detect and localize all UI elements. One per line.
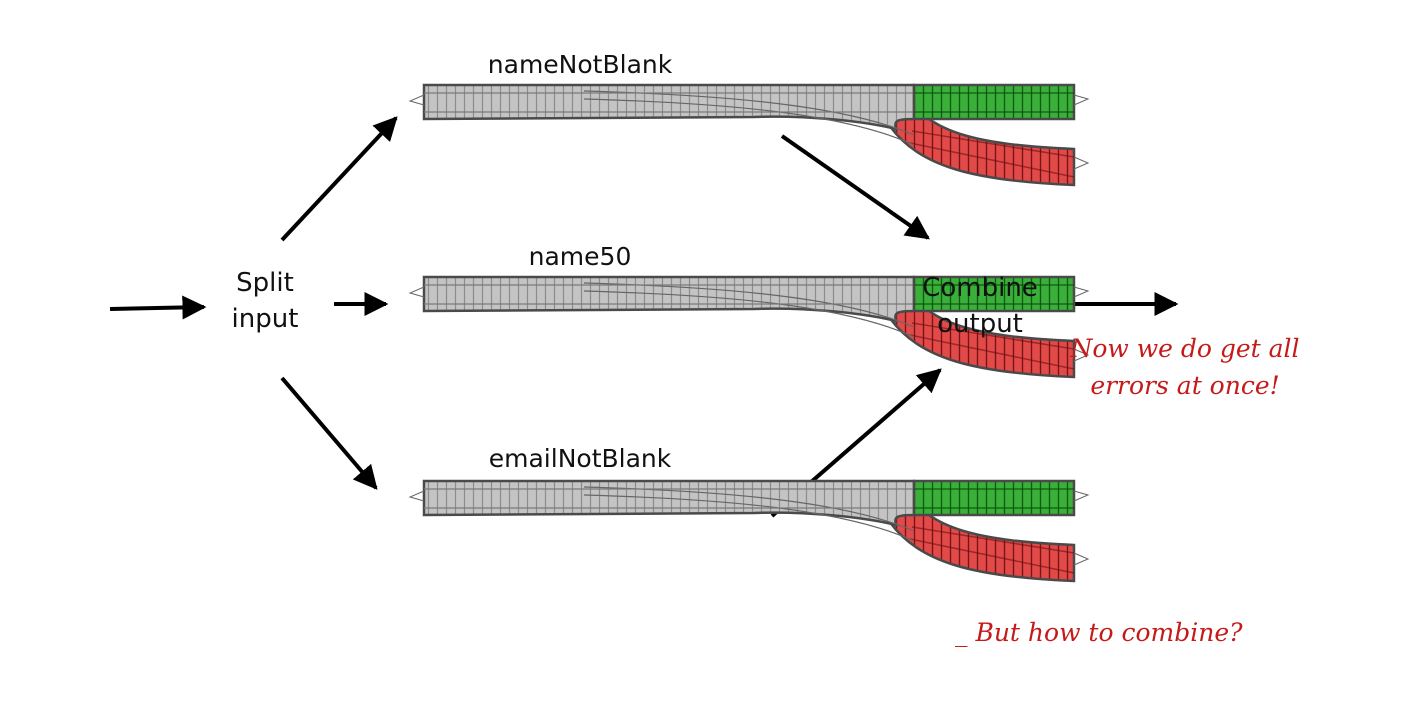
track-title-nameNotBlank: nameNotBlank bbox=[487, 50, 673, 79]
nameNotBlank-to-combine-arrow bbox=[780, 134, 930, 240]
split-to-nameNotBlank-arrow bbox=[280, 116, 398, 242]
split-input-line1: Split bbox=[236, 268, 294, 298]
track-title-name50: name50 bbox=[528, 242, 632, 271]
split-to-emailNotBlank-arrow bbox=[280, 376, 378, 490]
all-errors-note: Now we do get all errors at once! bbox=[1070, 330, 1300, 404]
split-input-line2: input bbox=[231, 304, 299, 334]
combine-output-label: Combine output bbox=[910, 270, 1050, 342]
input-arrow bbox=[109, 295, 207, 320]
combine-output-line1: Combine bbox=[922, 273, 1038, 303]
all-errors-note-line2: errors at once! bbox=[1090, 371, 1280, 400]
split-input-label: Split input bbox=[215, 265, 315, 337]
how-to-combine-note: _ But how to combine? bbox=[955, 618, 1243, 647]
track-switch-emailNotBlank bbox=[408, 479, 1090, 583]
track-switch-nameNotBlank bbox=[408, 83, 1090, 187]
all-errors-note-line1: Now we do get all bbox=[1070, 334, 1300, 363]
combine-output-line2: output bbox=[937, 309, 1023, 339]
track-title-emailNotBlank: emailNotBlank bbox=[488, 444, 672, 473]
